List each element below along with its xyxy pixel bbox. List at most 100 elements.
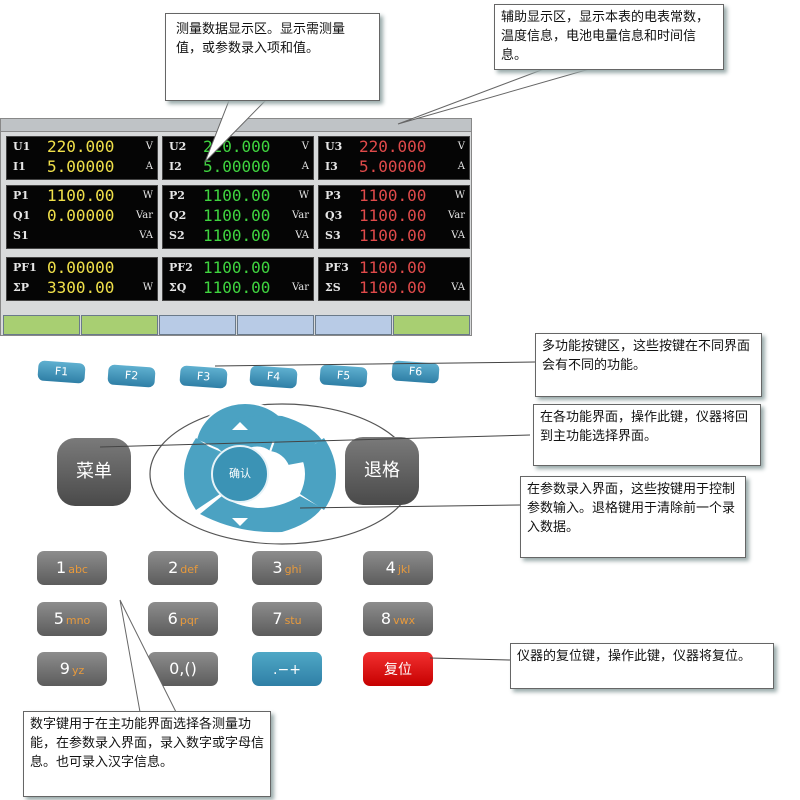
data-area-pointer [204, 97, 270, 163]
i3-label: I3 [325, 160, 338, 173]
s3-label: S3 [325, 229, 341, 242]
key-8-letters: vwx [393, 614, 416, 627]
q2-unit: Var [291, 210, 309, 221]
sum-q-value: 1100.00 [203, 278, 271, 297]
sum-s-unit: VA [451, 282, 465, 293]
i1-unit: A [145, 161, 153, 172]
sum-s-label: ΣS [325, 281, 341, 294]
softkey-2[interactable] [81, 315, 158, 335]
reset-pointer [429, 657, 511, 661]
left-arrow-icon [178, 466, 184, 482]
fkeys-callout: 多功能按键区，这些按键在不同界面会有不同的功能。 [535, 333, 762, 397]
sum-p-label: ΣP [13, 281, 30, 294]
q3-value: 1100.00 [359, 206, 427, 225]
numeric-pointer [119, 599, 177, 713]
aux-area-callout: 辅助显示区，显示本表的电表常数，温度信息，电池电量信息和时间信息。 [494, 4, 724, 70]
i2-value: 5.00000 [203, 157, 271, 176]
pf3-value: 1100.00 [359, 258, 427, 277]
i3-value: 5.00000 [359, 157, 427, 176]
reset-key[interactable]: 复位 [363, 652, 433, 686]
q1-label: Q1 [13, 209, 31, 222]
u2-label: U2 [169, 140, 187, 153]
key-7-letters: stu [284, 614, 302, 627]
s2-unit: VA [295, 230, 309, 241]
left-arrow-key[interactable] [184, 438, 220, 510]
key-5-letters: mno [65, 614, 91, 627]
softkey-3[interactable] [159, 315, 236, 335]
reset-key-label: 复位 [384, 662, 412, 678]
q1-value: 0.00000 [47, 206, 115, 225]
key-dot-sign[interactable]: .−+ [252, 652, 322, 686]
p3-unit: W [454, 190, 465, 201]
s1-unit: VA [139, 230, 153, 241]
p1-unit: W [142, 190, 153, 201]
backspace-key[interactable]: 退格 [345, 437, 419, 505]
i2-unit: A [301, 161, 309, 172]
p2-value: 1100.00 [203, 186, 271, 205]
menu-key[interactable]: 菜单 [57, 438, 131, 506]
p2-label: P2 [169, 189, 185, 202]
q3-unit: Var [447, 210, 465, 221]
key-4-letters: jkl [397, 563, 411, 576]
softkey-6[interactable] [393, 315, 470, 335]
s1-label: S1 [13, 229, 29, 242]
arrows-pointer [299, 504, 521, 509]
q1-unit: Var [135, 210, 153, 221]
i1-value: 5.00000 [47, 157, 115, 176]
pf1-value: 0.00000 [47, 258, 115, 277]
u1-label: U1 [13, 140, 31, 153]
u3-value: 220.000 [359, 137, 427, 156]
right-arrow-key[interactable] [300, 438, 336, 510]
q3-label: Q3 [325, 209, 343, 222]
softkey-1[interactable] [3, 315, 80, 335]
menu-callout: 在各功能界面，操作此键，仪器将回到主功能选择界面。 [533, 404, 761, 466]
down-arrow-key[interactable] [200, 496, 322, 533]
fkeys-pointer [214, 361, 536, 367]
u1-unit: V [145, 141, 153, 152]
p1-label: P1 [13, 189, 29, 202]
key-2-letters: def [180, 563, 198, 576]
key-dot-sign-label: .−+ [273, 662, 301, 678]
s3-unit: VA [451, 230, 465, 241]
up-arrow-key[interactable] [200, 415, 322, 452]
q2-value: 1100.00 [203, 206, 271, 225]
u3-label: U3 [325, 140, 343, 153]
up-arrow-icon [232, 422, 248, 430]
key-6-digit: 6 [167, 609, 178, 628]
sum-p-unit: W [142, 282, 153, 293]
u2-unit: V [301, 141, 309, 152]
softkey-5[interactable] [315, 315, 392, 335]
softkey-4[interactable] [237, 315, 314, 335]
key-3-digit: 3 [272, 558, 283, 577]
right-arrow-icon [296, 466, 302, 482]
key-1-letters: abc [68, 563, 88, 576]
key-5-digit: 5 [53, 609, 64, 628]
key-4-digit: 4 [385, 558, 396, 577]
p3-value: 1100.00 [359, 186, 427, 205]
key-9-letters: yz [71, 664, 85, 677]
key-1-digit: 1 [56, 558, 67, 577]
confirm-key-label: 确认 [229, 467, 251, 480]
s2-label: S2 [169, 229, 185, 242]
confirm-key[interactable] [211, 445, 269, 503]
